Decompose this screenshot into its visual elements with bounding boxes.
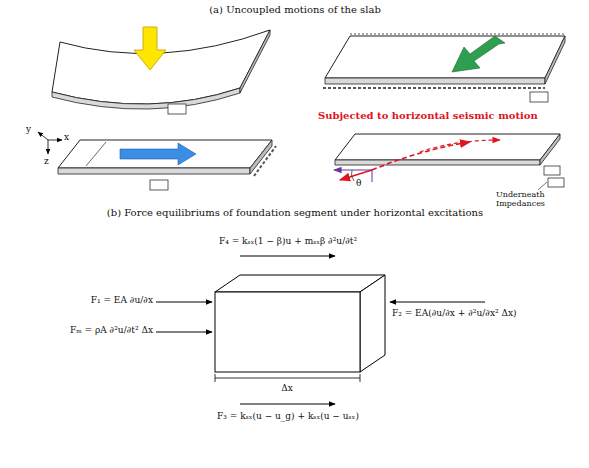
dimension-label: Δx <box>281 383 293 393</box>
transverse-slab <box>323 34 565 102</box>
angle-label: θ <box>356 178 361 188</box>
force-equation: F₁ = EA ∂u/∂x <box>91 295 153 305</box>
axis-label: y <box>26 124 31 134</box>
axial-slab <box>58 140 276 190</box>
seismic-slab <box>334 134 564 190</box>
force-equation: Fₘ = ρA ∂²u/∂t² Δx <box>70 325 153 335</box>
callout-text: Underneath Impedances <box>496 190 566 208</box>
section-heading: (a) Uncoupled motions of the slab <box>209 4 381 16</box>
section-heading: (b) Force equilibriums of foundation seg… <box>107 207 483 219</box>
force-equation: F₂ = EA(∂u/∂x + ∂²u/∂x² Δx) <box>392 308 517 318</box>
force-equation: F₄ = kₛₓ(1 − β)u + mₛₓβ ∂²u/∂t² <box>219 236 357 246</box>
foundation-segment <box>215 275 385 372</box>
axis-label: x <box>64 132 69 142</box>
force-equation: F₃ = kₛₓ(u − u_g) + kₛₓ(u − uₛₓ) <box>217 411 359 421</box>
force-arrows <box>156 256 485 404</box>
note-text: Subjected to horizontal seismic motion <box>318 110 538 122</box>
bending-slab <box>52 27 270 114</box>
axis-triad <box>38 132 62 154</box>
axis-label: z <box>44 156 49 166</box>
dimension-line <box>215 374 360 382</box>
